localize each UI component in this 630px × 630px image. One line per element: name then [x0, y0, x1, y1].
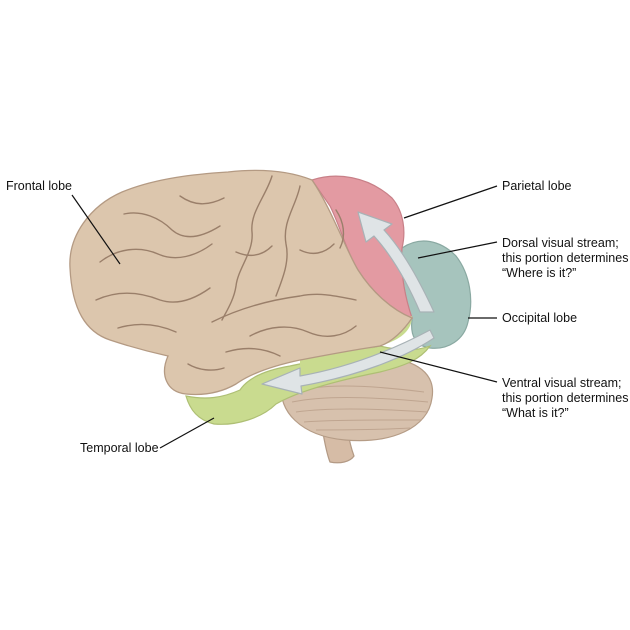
- parietal-lobe-label: Parietal lobe: [502, 179, 572, 193]
- leader-dorsal: [417, 241, 498, 259]
- leader-ventral: [379, 351, 498, 383]
- occipital-lobe-label: Occipital lobe: [502, 311, 578, 325]
- leader-parietal: [403, 185, 498, 219]
- dorsal-stream-label-line: Dorsal visual stream;: [502, 236, 619, 250]
- frontal-lobe: [69, 169, 413, 396]
- ventral-stream-label-line: Ventral visual stream;: [502, 376, 622, 390]
- temporal-lobe-label: Temporal lobe: [80, 441, 159, 455]
- ventral-stream-arrow: [261, 329, 435, 395]
- dorsal-stream-label-line: this portion determines: [502, 251, 629, 265]
- dorsal-stream-arrow: [357, 211, 435, 313]
- ventral-stream-label-line: this portion determines: [502, 391, 629, 405]
- ventral-stream-label-line: “What is it?”: [502, 406, 569, 420]
- dorsal-stream-label: Dorsal visual stream; this portion deter…: [502, 236, 628, 281]
- leader-lines: [71, 185, 498, 449]
- leader-temporal: [159, 417, 215, 449]
- dorsal-stream-label-line: “Where is it?”: [502, 266, 577, 280]
- sulci: [95, 175, 357, 371]
- frontal-lobe-label: Frontal lobe: [6, 179, 73, 193]
- ventral-stream-label: Ventral visual stream; this portion dete…: [502, 376, 628, 421]
- leader-frontal: [71, 194, 121, 265]
